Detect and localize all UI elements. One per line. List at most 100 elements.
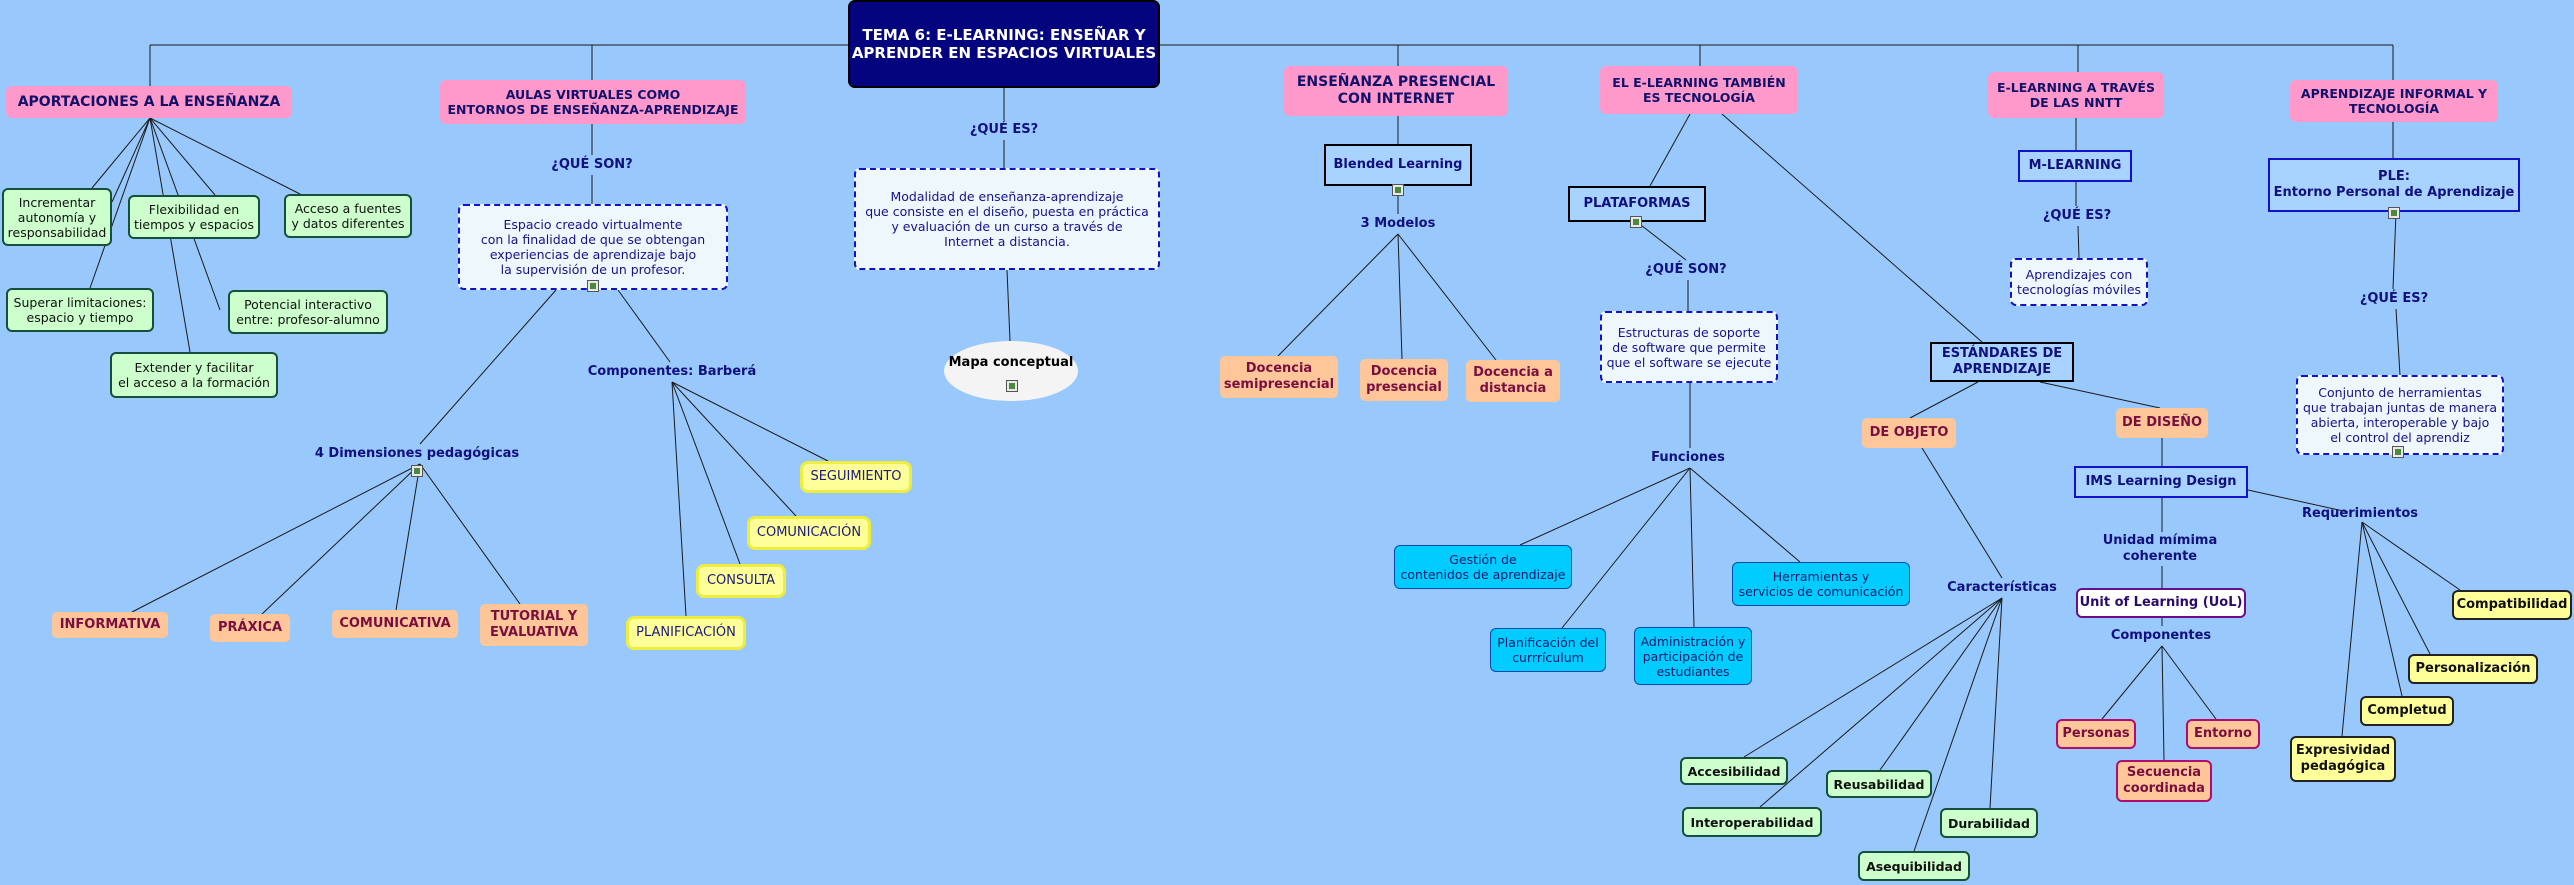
caracteristica-asequibilidad[interactable]: Asequibilidad: [1858, 851, 1970, 881]
componente-secuencia[interactable]: Secuencia coordinada: [2116, 760, 2212, 802]
requerimiento-personalizacion[interactable]: Personalización: [2408, 654, 2538, 684]
label-3-modelos: 3 Modelos: [1360, 216, 1436, 232]
topic-nntt[interactable]: E-LEARNING A TRAVÉS DE LAS NNTT: [1988, 72, 2164, 118]
topic-tecnologia[interactable]: EL E-LEARNING TAMBIÉN ES TECNOLOGÍA: [1600, 66, 1798, 114]
aportacion-flexibilidad[interactable]: Flexibilidad en tiempos y espacios: [128, 195, 260, 239]
label-requerimientos: Requerimientos: [2301, 506, 2419, 522]
aportacion-superar-limitaciones[interactable]: Superar limitaciones: espacio y tiempo: [6, 288, 154, 332]
connector-line: [131, 463, 421, 613]
image-icon[interactable]: [2388, 207, 2400, 219]
componente-planificacion[interactable]: PLANIFICACIÓN: [626, 616, 746, 650]
connector-line: [1397, 233, 1497, 361]
estandar-de-diseno[interactable]: DE DISEÑO: [2116, 408, 2208, 438]
connector-line: [1636, 221, 1687, 261]
requerimiento-compatibilidad[interactable]: Compatibilidad: [2452, 590, 2572, 620]
connector-line: [1689, 467, 1695, 628]
label-unidad-minima: Unidad mímima coherente: [2102, 533, 2218, 564]
caracteristica-accesibilidad[interactable]: Accesibilidad: [1680, 757, 1788, 785]
ple-definition[interactable]: Conjunto de herramientas que trabajan ju…: [2296, 375, 2504, 455]
ple[interactable]: PLE: Entorno Personal de Aprendizaje: [2268, 158, 2520, 212]
label-que-son-aulas: ¿QUÉ SON?: [551, 157, 633, 173]
connector-line: [1561, 467, 1691, 629]
aulas-definition[interactable]: Espacio creado virtualmente con la final…: [458, 204, 728, 290]
dimension-informativa[interactable]: INFORMATIVA: [52, 612, 168, 638]
requerimiento-completud[interactable]: Completud: [2360, 696, 2454, 726]
connector-line: [2077, 225, 2080, 259]
connector-line: [1909, 381, 1979, 419]
image-icon[interactable]: [1006, 380, 1018, 392]
componente-personas[interactable]: Personas: [2056, 719, 2136, 749]
connector-line: [419, 289, 557, 445]
connector-line: [2101, 645, 2163, 720]
label-dimensiones: 4 Dimensiones pedagógicas: [314, 446, 520, 462]
dimension-comunicativa[interactable]: COMUNICATIVA: [332, 610, 458, 638]
image-icon[interactable]: [1392, 184, 1404, 196]
connector-line: [1689, 467, 1801, 563]
image-icon[interactable]: [587, 280, 599, 292]
funcion-gestion-contenidos[interactable]: Gestión de contenidos de aprendizaje: [1394, 545, 1572, 589]
aportacion-acceso-fuentes[interactable]: Acceso a fuentes y datos diferentes: [284, 194, 412, 238]
funcion-herramientas-comunicacion[interactable]: Herramientas y servicios de comunicación: [1732, 562, 1910, 606]
plataformas-definition[interactable]: Estructuras de soporte de software que p…: [1600, 311, 1778, 383]
image-icon[interactable]: [2392, 446, 2404, 458]
dimension-tutorial[interactable]: TUTORIAL Y EVALUATIVA: [480, 604, 588, 646]
componente-comunicacion[interactable]: COMUNICACIÓN: [747, 516, 871, 550]
label-que-es-mlearning: ¿QUÉ ES?: [2042, 208, 2112, 224]
caracteristica-interoperabilidad[interactable]: Interoperabilidad: [1682, 807, 1822, 837]
topic-presencial[interactable]: ENSEÑANZA PRESENCIAL CON INTERNET: [1284, 66, 1508, 116]
requerimiento-expresividad[interactable]: Expresividad pedagógica: [2290, 736, 2396, 782]
connector-line: [395, 463, 421, 611]
connector-line: [149, 117, 216, 196]
modelo-distancia[interactable]: Docencia a distancia: [1466, 360, 1560, 402]
image-icon[interactable]: [411, 465, 423, 477]
connector-line: [1397, 233, 1403, 360]
connector-line: [2361, 521, 2403, 697]
m-learning[interactable]: M-LEARNING: [2018, 150, 2132, 182]
image-icon[interactable]: [1630, 216, 1642, 228]
estandar-de-objeto[interactable]: DE OBJETO: [1862, 418, 1956, 448]
topic-informal[interactable]: APRENDIZAJE INFORMAL Y TECNOLOGÍA: [2290, 80, 2498, 122]
connector-line: [2247, 489, 2349, 513]
aportacion-potencial-interactivo[interactable]: Potencial interactivo entre: profesor-al…: [228, 290, 388, 334]
ims-learning-design[interactable]: IMS Learning Design: [2074, 466, 2248, 498]
connector-line: [1006, 269, 1011, 342]
mlearning-definition[interactable]: Aprendizajes con tecnologías móviles: [2010, 258, 2148, 306]
connector-line: [261, 463, 421, 615]
mapa-conceptual-link[interactable]: Mapa conceptual: [944, 341, 1078, 401]
funcion-planificacion-curriculum[interactable]: Planificación del currrículum: [1490, 628, 1606, 672]
connector-line: [671, 381, 797, 517]
connector-line: [2039, 381, 2161, 409]
connector-line: [2161, 645, 2217, 720]
modelo-semipresencial[interactable]: Docencia semipresencial: [1220, 356, 1338, 398]
connector-line: [2392, 211, 2397, 290]
connector-line: [2161, 645, 2165, 761]
central-topic[interactable]: TEMA 6: E-LEARNING: ENSEÑAR Y APRENDER E…: [848, 0, 1160, 88]
connector-line: [1921, 447, 2003, 579]
componente-consulta[interactable]: CONSULTA: [696, 564, 786, 598]
dimension-praxica[interactable]: PRÁXICA: [210, 614, 290, 642]
connector-line: [2361, 521, 2461, 591]
connector-line: [1721, 113, 1983, 343]
topic-aportaciones[interactable]: APORTACIONES A LA ENSEÑANZA: [6, 86, 292, 118]
connector-line: [617, 289, 671, 363]
funcion-administracion[interactable]: Administración y participación de estudi…: [1634, 627, 1752, 685]
caracteristica-reusabilidad[interactable]: Reusabilidad: [1826, 770, 1932, 798]
componente-entorno[interactable]: Entorno: [2186, 719, 2260, 749]
aportacion-extender-acceso[interactable]: Extender y facilitar el acceso a la form…: [110, 352, 278, 398]
componente-seguimiento[interactable]: SEGUIMIENTO: [800, 461, 912, 493]
elearning-definition[interactable]: Modalidad de enseñanza-aprendizaje que c…: [854, 168, 1160, 270]
label-que-son-plataformas: ¿QUÉ SON?: [1645, 262, 1727, 278]
estandares-aprendizaje[interactable]: ESTÁNDARES DE APRENDIZAJE: [1930, 342, 2074, 382]
connector-line: [1743, 597, 2003, 758]
modelo-presencial[interactable]: Docencia presencial: [1360, 359, 1448, 401]
blended-learning[interactable]: Blended Learning: [1324, 144, 1472, 186]
label-componentes-barbera: Componentes: Barberá: [587, 364, 757, 380]
unit-of-learning[interactable]: Unit of Learning (UoL): [2076, 588, 2246, 618]
connector-line: [671, 381, 741, 565]
connector-line: [1759, 597, 2003, 808]
topic-aulas-virtuales[interactable]: AULAS VIRTUALES COMO ENTORNOS DE ENSEÑAN…: [440, 80, 746, 124]
label-que-es-elearning: ¿QUÉ ES?: [969, 122, 1039, 138]
aportacion-autonomia[interactable]: Incrementar autonomía y responsabilidad: [2, 188, 112, 246]
caracteristica-durabilidad[interactable]: Durabilidad: [1940, 808, 2038, 838]
